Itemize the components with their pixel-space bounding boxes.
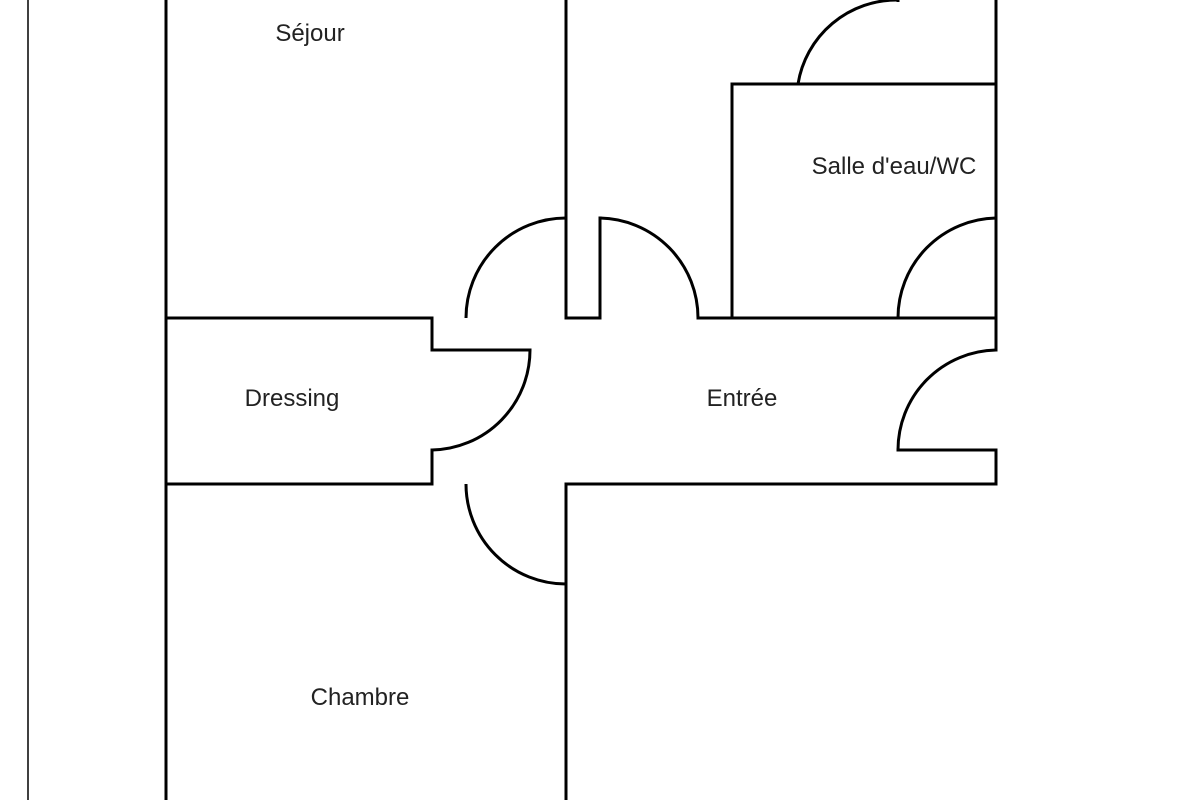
door-arc-sejour (464, 216, 567, 319)
door-swings (431, 0, 997, 586)
room-label-entree: Entrée (707, 385, 778, 412)
room-label-chambre: Chambre (311, 684, 410, 711)
door-arc-salle (896, 216, 997, 319)
door-arc-corridor (599, 216, 700, 319)
door-arc-top (796, 0, 898, 85)
door-arc-chambre (464, 483, 567, 586)
room-label-salle-eau: Salle d'eau/WC (812, 153, 977, 180)
door-arc-dressing (431, 348, 532, 452)
walls (27, 0, 998, 800)
room-label-dressing: Dressing (245, 385, 340, 412)
door-arc-entree (896, 348, 997, 451)
room-label-sejour: Séjour (275, 20, 344, 47)
